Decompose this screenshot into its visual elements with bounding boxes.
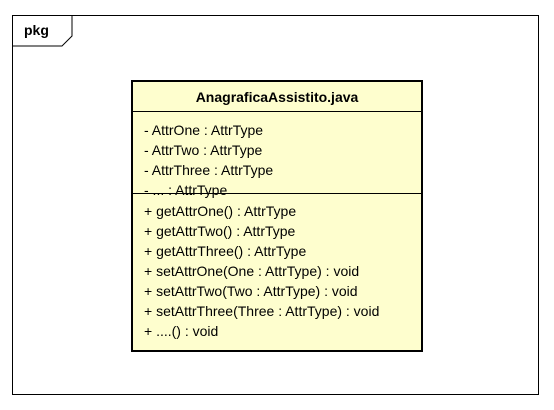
attribute-item: - AttrThree : AttrType (144, 162, 274, 178)
attribute-item: - AttrTwo : AttrType (144, 142, 263, 158)
package-tab (12, 15, 73, 47)
class-box: AnagraficaAssistito.java - AttrOne : Att… (131, 80, 423, 352)
operation-item: + setAttrTwo(Two : AttrType) : void (144, 283, 358, 299)
operation-item: + setAttrOne(One : AttrType) : void (144, 263, 360, 279)
attribute-item: - AttrOne : AttrType (144, 122, 264, 138)
operations-section: + getAttrOne() : AttrType + getAttrTwo()… (133, 194, 421, 341)
attributes-section: - AttrOne : AttrType - AttrTwo : AttrTyp… (133, 112, 421, 198)
package-frame (12, 15, 539, 395)
class-name: AnagraficaAssistito.java (133, 82, 421, 112)
operation-item: + getAttrTwo() : AttrType (144, 223, 296, 239)
operation-item: + getAttrOne() : AttrType (144, 203, 297, 219)
operation-item: + setAttrThree(Three : AttrType) : void (144, 303, 380, 319)
operation-item: + ....() : void (144, 323, 219, 339)
operation-item: + getAttrThree() : AttrType (144, 243, 307, 259)
attribute-item: - ... : AttrType (144, 182, 228, 198)
package-label: pkg (24, 22, 49, 38)
